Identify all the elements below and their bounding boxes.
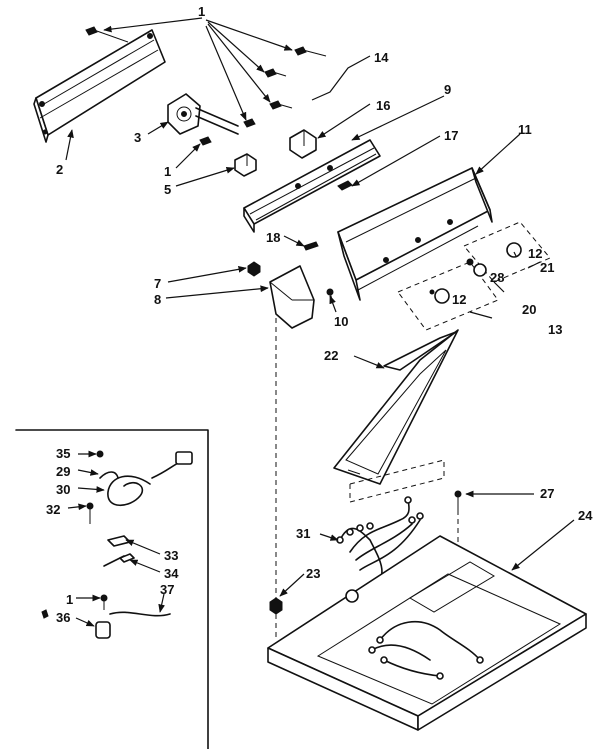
end-cap-part [269, 265, 315, 329]
callout-2: 2 [56, 162, 63, 177]
lint-grille-part [333, 329, 459, 485]
power-cord-kit-inset [15, 429, 209, 749]
screw-part-23 [269, 597, 283, 640]
callout-33: 33 [164, 548, 178, 563]
callout-1a: 1 [198, 4, 205, 19]
callout-12b: 12 [452, 292, 466, 307]
callout-1c: 1 [66, 592, 73, 607]
callout-8: 8 [154, 292, 161, 307]
callout-17: 17 [444, 128, 458, 143]
callout-27: 27 [540, 486, 554, 501]
callout-29: 29 [56, 464, 70, 479]
control-bracket-part [243, 139, 381, 233]
control-switch-part [167, 93, 239, 135]
pin-part [303, 241, 319, 251]
fastener-part [337, 180, 353, 191]
callout-3: 3 [134, 130, 141, 145]
callout-21: 21 [540, 260, 554, 275]
nut-part [247, 261, 261, 277]
wiring-harness-part [336, 496, 424, 591]
callout-28: 28 [490, 270, 504, 285]
connector-block-part [234, 153, 257, 177]
callout-32: 32 [46, 502, 60, 517]
callout-9: 9 [444, 82, 451, 97]
callout-12a: 12 [528, 246, 542, 261]
callout-16: 16 [376, 98, 390, 113]
callout-7: 7 [154, 276, 161, 291]
callout-10: 10 [334, 314, 348, 329]
screw-part-27 [454, 490, 462, 550]
callout-31: 31 [296, 526, 310, 541]
dryer-top-part [267, 535, 587, 731]
callout-23: 23 [306, 566, 320, 581]
screw-part-10 [326, 288, 334, 301]
leader-lines [65, 17, 575, 627]
screws-group [85, 26, 327, 146]
callout-20: 20 [522, 302, 536, 317]
callout-24: 24 [578, 508, 593, 523]
callout-13: 13 [548, 322, 562, 337]
clip-part [289, 129, 317, 159]
callout-11: 11 [518, 122, 532, 137]
callout-34: 34 [164, 566, 179, 581]
control-console-part [337, 167, 493, 301]
callout-22: 22 [324, 348, 338, 363]
callout-37: 37 [160, 582, 174, 597]
callout-labels: 1 2 3 1 5 14 16 9 17 11 18 7 8 10 12 28 … [46, 4, 593, 625]
callout-5: 5 [164, 182, 171, 197]
callout-1b: 1 [164, 164, 171, 179]
callout-14: 14 [374, 50, 389, 65]
duct-seal-outline [349, 459, 445, 503]
callout-30: 30 [56, 482, 70, 497]
rear-panel-part [33, 29, 166, 143]
callout-35: 35 [56, 446, 70, 461]
knob-groups [397, 221, 551, 331]
callout-18: 18 [266, 230, 280, 245]
callout-36: 36 [56, 610, 70, 625]
